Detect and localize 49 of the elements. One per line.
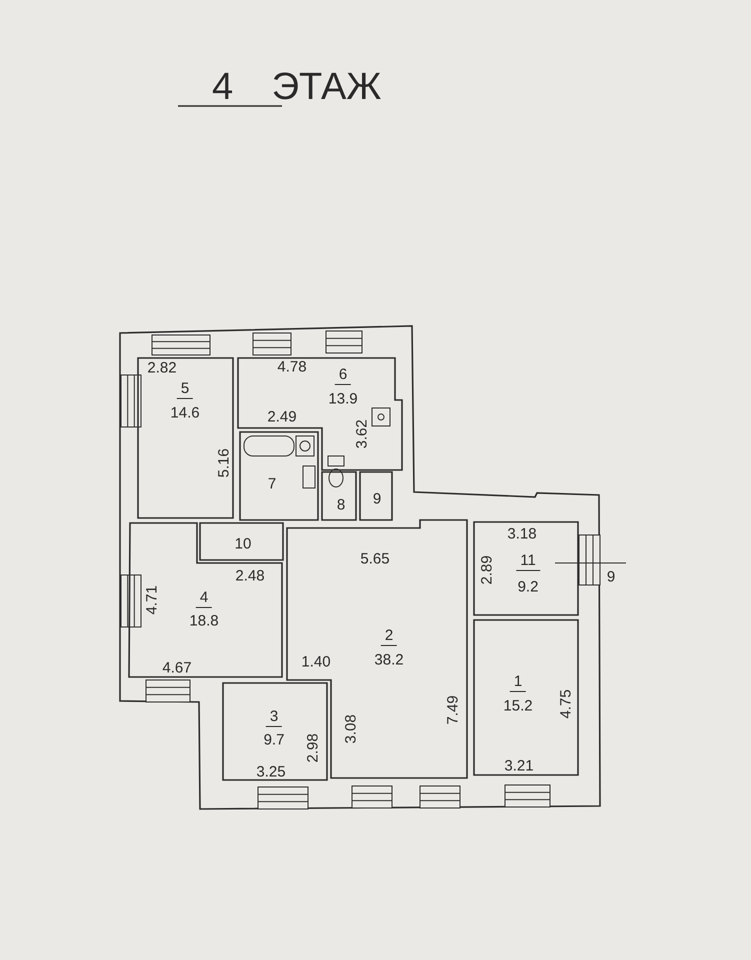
dimension-label: 2.98 xyxy=(306,733,320,763)
room-area: 13.9 xyxy=(328,392,358,406)
dimension-label: 2.49 xyxy=(267,410,297,424)
room-area: 38.2 xyxy=(374,652,404,668)
room xyxy=(200,523,283,560)
dimension-label: 4.71 xyxy=(144,585,160,615)
room-number: 4 xyxy=(196,590,212,608)
room xyxy=(474,522,578,615)
room-number: 3 xyxy=(266,709,282,727)
dimension-label: 7.49 xyxy=(446,695,460,725)
room-area: 15.2 xyxy=(503,698,533,714)
room xyxy=(322,472,356,520)
room xyxy=(223,683,327,780)
dimension-label: 5.65 xyxy=(360,552,390,566)
room-number: 11 xyxy=(516,553,540,571)
room xyxy=(360,472,392,520)
room xyxy=(240,432,318,520)
room-number: 6 xyxy=(334,367,352,385)
dimension-label: 2.89 xyxy=(480,555,494,585)
room xyxy=(238,358,402,470)
dimension-label: 4.67 xyxy=(162,660,192,676)
dimension-label: 3.25 xyxy=(256,764,286,780)
room xyxy=(474,620,578,775)
room-area: 18.8 xyxy=(189,614,219,628)
dimension-label: 4.78 xyxy=(277,360,307,374)
dimension-label: 3.21 xyxy=(504,758,534,774)
dimension-label: 2.82 xyxy=(147,360,177,376)
dimension-label: 3.18 xyxy=(507,526,537,542)
floor-title: 4 ЭТАЖ xyxy=(212,68,382,106)
dimension-label: 5.16 xyxy=(216,448,232,478)
room-number: 10 xyxy=(234,536,252,554)
section-label: 9 xyxy=(606,570,616,584)
dimension-label: 3.08 xyxy=(344,714,358,744)
room-number: 2 xyxy=(380,628,398,646)
dimension-label: 2.48 xyxy=(235,568,265,584)
room xyxy=(138,358,233,518)
dimension-label: 4.75 xyxy=(558,689,574,719)
room-number: 1 xyxy=(510,674,526,692)
room-number: 7 xyxy=(266,476,278,494)
room xyxy=(129,523,282,677)
room-area: 14.6 xyxy=(170,406,200,420)
room-number: 9 xyxy=(372,492,382,508)
room-number: 8 xyxy=(336,498,346,514)
room xyxy=(287,520,467,778)
room-area: 9.2 xyxy=(518,580,538,594)
dimension-label: 1.40 xyxy=(301,654,331,670)
room-number: 5 xyxy=(176,381,194,399)
room-area: 9.7 xyxy=(264,732,284,748)
dimension-label: 3.62 xyxy=(354,419,370,449)
